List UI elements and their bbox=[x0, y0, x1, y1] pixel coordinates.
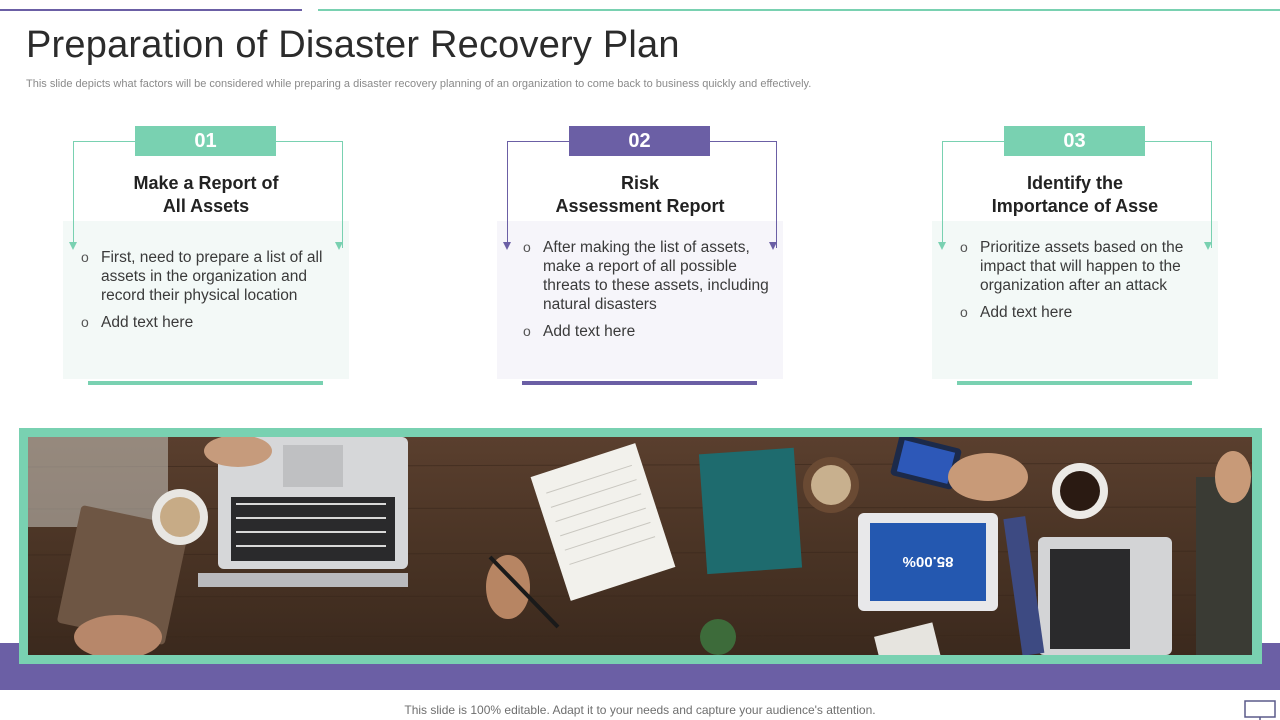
bullet-item: Add text here bbox=[523, 322, 781, 341]
step-number-badge: 03 bbox=[1004, 126, 1145, 156]
bullet-item: After making the list of assets, make a … bbox=[523, 238, 781, 314]
arrow-down-icon bbox=[69, 242, 77, 250]
step-heading-line: Assessment Report bbox=[555, 196, 725, 216]
bullet-item: Prioritize assets based on the impact th… bbox=[960, 238, 1218, 295]
photo-frame: 85.00% bbox=[19, 428, 1262, 664]
step-card-1: 01 Make a Report of All Assets First, ne… bbox=[63, 126, 349, 388]
bullet-item: Add text here bbox=[960, 303, 1218, 322]
step-card-2: 02 Risk Assessment Report After making t… bbox=[497, 126, 783, 388]
bullet-item: First, need to prepare a list of all ass… bbox=[81, 248, 339, 305]
slide-subtitle: This slide depicts what factors will be … bbox=[26, 78, 812, 90]
step-heading-line: Importance of Asse bbox=[991, 196, 1159, 216]
step-number-badge: 01 bbox=[135, 126, 276, 156]
step-number-badge: 02 bbox=[569, 126, 710, 156]
desk-photo-illustration: 85.00% bbox=[28, 437, 1252, 655]
step-bullet-list: Prioritize assets based on the impact th… bbox=[960, 238, 1218, 330]
step-heading-line: Identify the bbox=[1026, 173, 1123, 193]
arrow-down-icon bbox=[938, 242, 946, 250]
step-heading-line: Risk bbox=[620, 173, 660, 193]
card-bottom-bar bbox=[88, 381, 323, 385]
top-accent-line-right bbox=[318, 9, 1280, 11]
bullet-item: Add text here bbox=[81, 313, 339, 332]
footer-note: This slide is 100% editable. Adapt it to… bbox=[404, 703, 876, 717]
top-accent-line-left bbox=[0, 9, 302, 11]
tablet-percentage: 85.00% bbox=[903, 553, 954, 570]
step-bullet-list: After making the list of assets, make a … bbox=[523, 238, 781, 349]
desk-photo: 85.00% bbox=[28, 437, 1252, 655]
step-heading: Identify the Importance of Asse bbox=[932, 172, 1218, 218]
step-heading-line: All Assets bbox=[162, 196, 250, 216]
card-bottom-bar bbox=[522, 381, 757, 385]
step-card-3: 03 Identify the Importance of Asse Prior… bbox=[932, 126, 1218, 388]
slide-title: Preparation of Disaster Recovery Plan bbox=[26, 24, 680, 66]
step-heading-line: Make a Report of bbox=[133, 173, 279, 193]
step-heading: Make a Report of All Assets bbox=[63, 172, 349, 218]
screen-icon[interactable] bbox=[1244, 700, 1276, 720]
arrow-down-icon bbox=[335, 242, 343, 250]
card-bottom-bar bbox=[957, 381, 1192, 385]
step-bullet-list: First, need to prepare a list of all ass… bbox=[81, 248, 339, 340]
arrow-down-icon bbox=[503, 242, 511, 250]
step-heading: Risk Assessment Report bbox=[497, 172, 783, 218]
